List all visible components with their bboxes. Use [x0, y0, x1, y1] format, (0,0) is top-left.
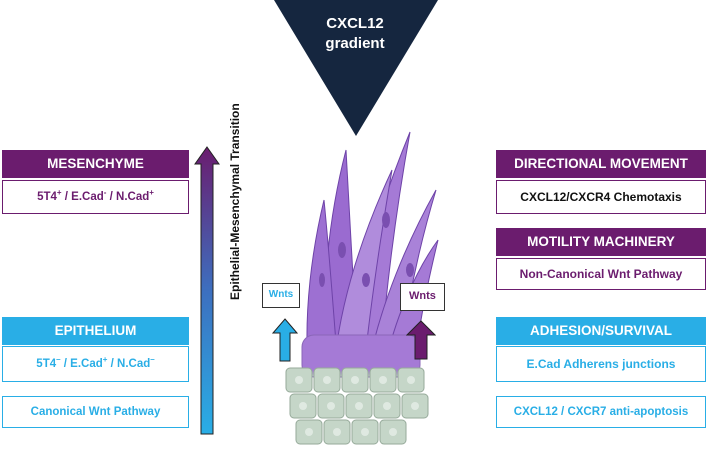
- gradient-line2: gradient: [325, 35, 385, 52]
- directional-movement-header: DIRECTIONAL MOVEMENT: [496, 150, 706, 178]
- canonical-wnt-box: Canonical Wnt Pathway: [2, 396, 189, 428]
- chemotaxis-box: CXCL12/CXCR4 Chemotaxis: [496, 180, 706, 214]
- adhesion-survival-header: ADHESION/SURVIVAL: [496, 317, 706, 345]
- anti-apoptosis-box: CXCL12 / CXCR7 anti-apoptosis: [496, 396, 706, 428]
- marker-ncad: / N.Cad: [107, 358, 151, 370]
- marker-ecad-sup: +: [102, 355, 108, 365]
- wnts-up-arrow-right: [406, 320, 436, 360]
- wnts-box-right: Wnts: [400, 283, 445, 311]
- adherens-junctions-box: E.Cad Adherens junctions: [496, 346, 706, 382]
- epithelium-markers-box: 5T4– / E.Cad+ / N.Cad–: [2, 346, 189, 382]
- marker-ncad-sup: +: [149, 188, 154, 198]
- motility-machinery-header: MOTILITY MACHINERY: [496, 228, 706, 256]
- gradient-line1: CXCL12: [326, 15, 384, 32]
- marker-ecad: / E.Cad: [61, 191, 104, 203]
- non-canonical-wnt-box: Non-Canonical Wnt Pathway: [496, 258, 706, 290]
- gradient-triangle: [274, 0, 438, 136]
- mesenchyme-markers-box: 5T4+ / E.Cad- / N.Cad+: [2, 180, 189, 214]
- marker-5t4: 5T4: [37, 191, 57, 203]
- emt-arrow: [194, 146, 220, 435]
- marker-ncad-sup: –: [150, 355, 155, 365]
- epithelium-header: EPITHELIUM: [2, 317, 189, 345]
- emt-label: Epithelial-Mesenchymal Transition: [228, 103, 242, 300]
- marker-ncad: / N.Cad: [106, 191, 150, 203]
- mesenchyme-header: MESENCHYME: [2, 150, 189, 178]
- marker-ecad: / E.Cad: [60, 358, 103, 370]
- marker-5t4-sup: +: [56, 188, 62, 198]
- wnts-up-arrow-left: [272, 318, 298, 362]
- gradient-label: CXCL12 gradient: [270, 14, 440, 54]
- wnts-box-left: Wnts: [262, 283, 300, 308]
- marker-5t4-sup: –: [56, 355, 61, 365]
- marker-ecad-sup: -: [103, 188, 107, 198]
- marker-5t4: 5T4: [36, 358, 57, 370]
